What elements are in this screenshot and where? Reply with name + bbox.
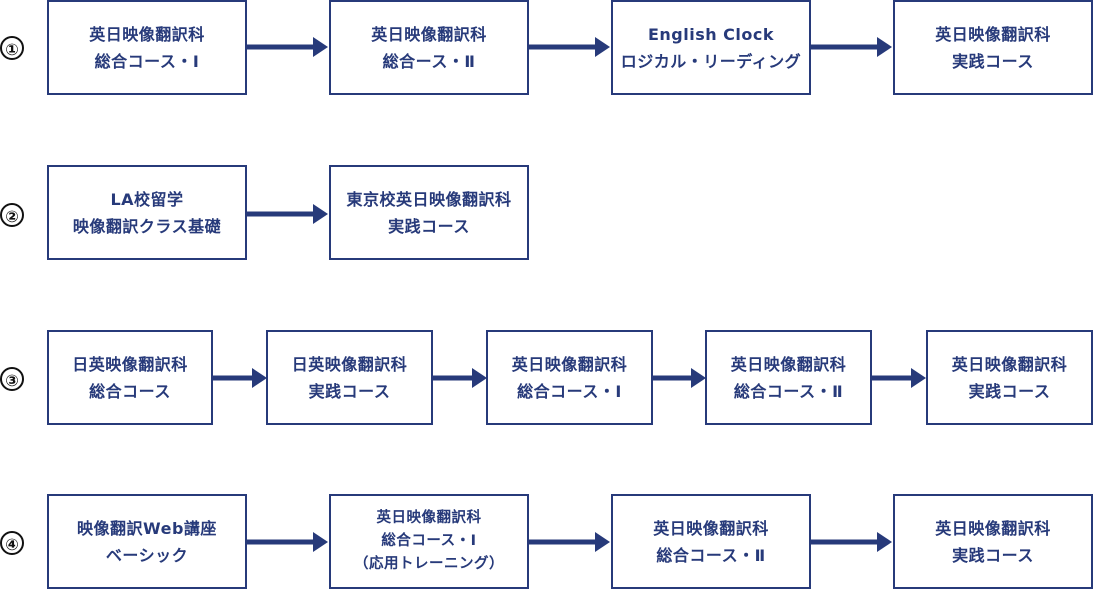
box-line: LA校留学 — [110, 189, 184, 209]
row-number-2: ② — [0, 203, 24, 227]
row-number-4: ④ — [0, 531, 24, 555]
box-line: 映像翻訳クラス基礎 — [72, 216, 222, 236]
box-line: 日英映像翻訳科 — [72, 354, 188, 374]
box-line: 総合コース・Ⅰ — [94, 51, 200, 71]
box-line: 英日映像翻訳科 — [653, 518, 769, 538]
box-line: 英日映像翻訳科 — [935, 24, 1051, 44]
box-line: 映像翻訳Web講座 — [77, 518, 217, 538]
course-box-r1-3: English Clock ロジカル・リーディング — [611, 0, 811, 95]
course-box-r1-4: 英日映像翻訳科 実践コース — [893, 0, 1093, 95]
box-line: 英日映像翻訳科 — [89, 24, 205, 44]
row-number-3: ③ — [0, 367, 24, 391]
box-line: 日英映像翻訳科 — [291, 354, 408, 374]
box-line: 実践コース — [388, 216, 470, 236]
course-box-r3-5: 英日映像翻訳科 実践コース — [926, 330, 1093, 425]
course-box-r2-2: 東京校英日映像翻訳科 実践コース — [329, 165, 529, 260]
box-line: 総合コース・Ⅰ — [381, 533, 477, 549]
box-line: 英日映像翻訳科 — [371, 24, 487, 44]
box-line: 英日映像翻訳科 — [730, 354, 847, 374]
course-box-r4-2: 英日映像翻訳科 総合コース・Ⅰ （応用トレーニング） — [329, 494, 529, 589]
course-box-r1-1: 英日映像翻訳科 総合コース・Ⅰ — [47, 0, 247, 95]
box-line: 総合コース — [89, 381, 171, 401]
box-line: 総合コース・Ⅰ — [517, 381, 622, 401]
course-box-r4-4: 英日映像翻訳科 実践コース — [893, 494, 1093, 589]
box-line: ロジカル・リーディング — [620, 51, 802, 71]
box-line: （応用トレーニング） — [354, 556, 504, 572]
box-line: 英日映像翻訳科 — [376, 510, 482, 526]
course-box-r4-1: 映像翻訳Web講座 ベーシック — [47, 494, 247, 589]
box-line: 総合コース・Ⅱ — [733, 381, 844, 401]
box-line: 総合ース・Ⅱ — [382, 51, 476, 71]
box-line: 総合コース・Ⅱ — [656, 545, 766, 565]
course-box-r3-4: 英日映像翻訳科 総合コース・Ⅱ — [705, 330, 872, 425]
box-line: ベーシック — [105, 545, 189, 565]
row-number-1: ① — [0, 36, 24, 60]
course-box-r3-3: 英日映像翻訳科 総合コース・Ⅰ — [486, 330, 653, 425]
course-box-r2-1: LA校留学 映像翻訳クラス基礎 — [47, 165, 247, 260]
box-line: 実践コース — [952, 545, 1034, 565]
course-box-r3-1: 日英映像翻訳科 総合コース — [47, 330, 213, 425]
box-line: 英日映像翻訳科 — [951, 354, 1068, 374]
box-line: 実践コース — [952, 51, 1034, 71]
box-line: English Clock — [647, 24, 775, 44]
box-line: 英日映像翻訳科 — [935, 518, 1051, 538]
course-box-r4-3: 英日映像翻訳科 総合コース・Ⅱ — [611, 494, 811, 589]
course-box-r3-2: 日英映像翻訳科 実践コース — [266, 330, 433, 425]
box-line: 英日映像翻訳科 — [511, 354, 628, 374]
box-line: 実践コース — [308, 381, 391, 401]
box-line: 実践コース — [968, 381, 1051, 401]
course-box-r1-2: 英日映像翻訳科 総合ース・Ⅱ — [329, 0, 529, 95]
box-line: 東京校英日映像翻訳科 — [346, 189, 512, 209]
